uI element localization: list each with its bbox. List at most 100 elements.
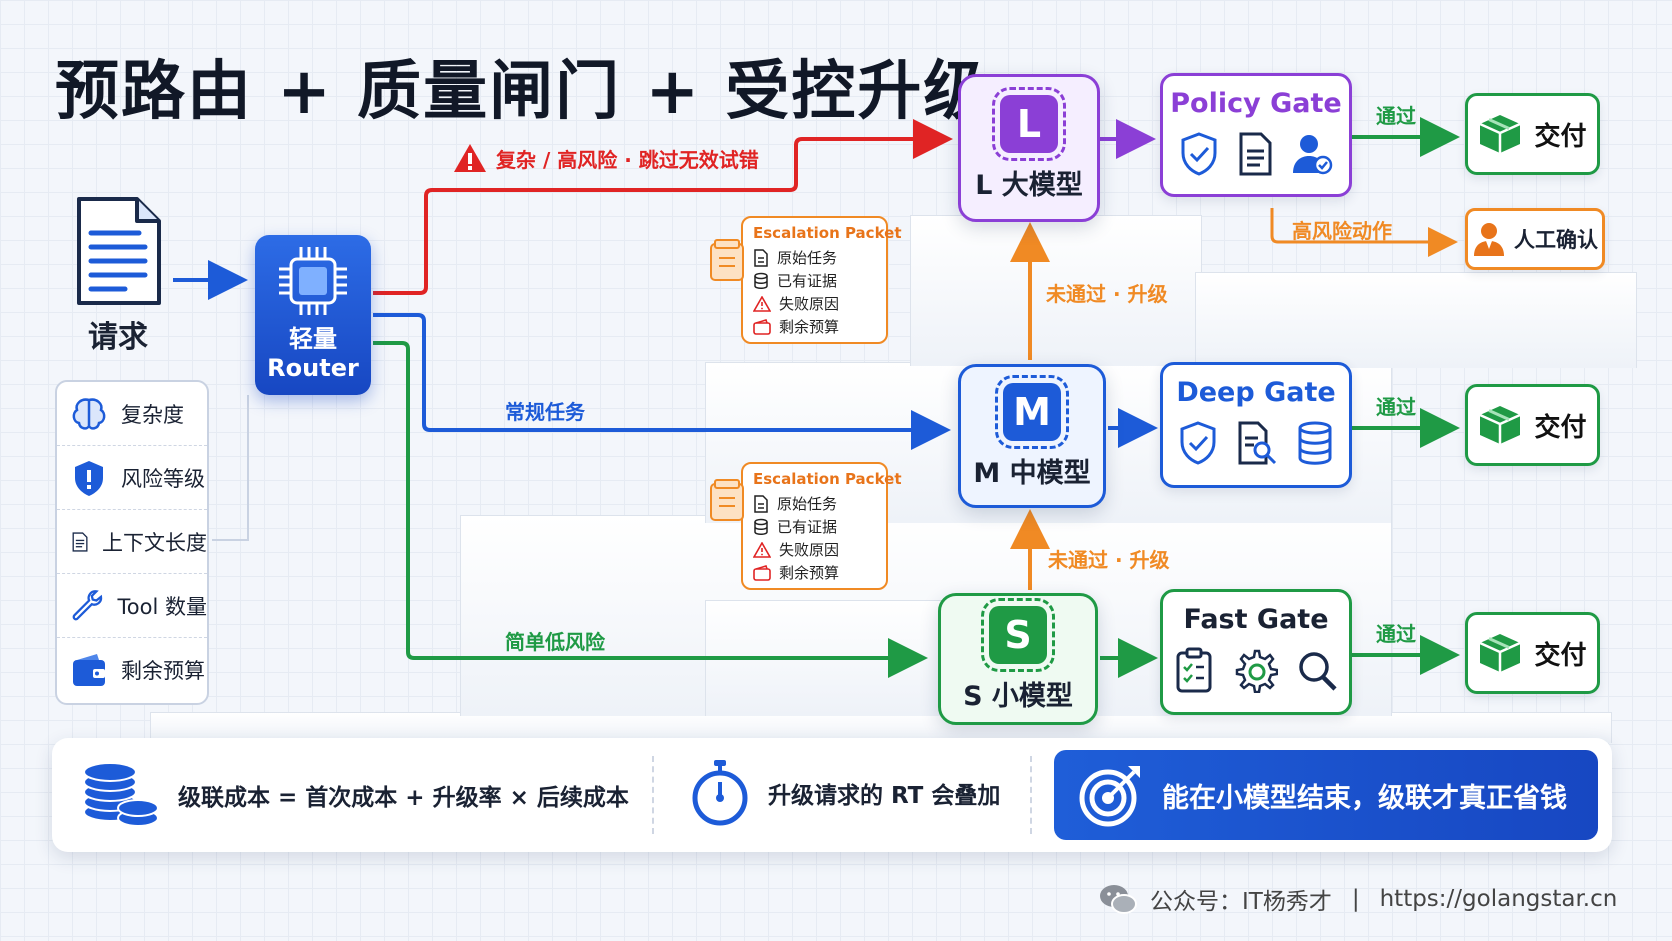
- packet-item-label: 原始任务: [777, 249, 838, 267]
- packet-item-budget: 剩余预算: [753, 561, 876, 584]
- escalate-m-to-l-label: 未通过 · 升级: [1046, 282, 1168, 306]
- factor-label: 复杂度: [121, 402, 184, 427]
- human-confirm-box: 人工确认: [1465, 208, 1605, 270]
- gear-icon: [1235, 649, 1278, 693]
- small-model-node: S S 小模型: [938, 593, 1098, 725]
- package-icon: [1479, 634, 1521, 672]
- small-model-chip-icon: S: [981, 597, 1055, 672]
- brain-icon: [72, 397, 106, 430]
- route-normal-label: 常规任务: [505, 400, 585, 424]
- packet-item-task: 原始任务: [753, 492, 876, 515]
- packet-item-budget: 剩余预算: [753, 315, 876, 338]
- coins-icon: [83, 762, 159, 827]
- watermark-separator: |: [1351, 886, 1360, 912]
- router-node: 轻量 Router: [255, 235, 371, 395]
- warning-icon: [753, 541, 771, 558]
- large-model-label: L 大模型: [975, 169, 1083, 201]
- request-label: 请求: [88, 320, 148, 355]
- page-title: 预路由 + 质量闸门 + 受控升级: [55, 55, 990, 129]
- escalate-s-to-m-label: 未通过 · 升级: [1048, 548, 1170, 572]
- deliver-label: 交付: [1534, 640, 1587, 671]
- human-confirm-label: 人工确认: [1514, 228, 1598, 252]
- cost-formula: 级联成本 = 首次成本 + 升级率 × 后续成本: [82, 762, 629, 828]
- warning-icon: [753, 295, 771, 312]
- small-model-label: S 小模型: [963, 680, 1073, 712]
- factor-tool-count: Tool 数量: [57, 574, 207, 638]
- policy-gate: Policy Gate: [1160, 73, 1352, 197]
- medium-model-label: M 中模型: [973, 457, 1091, 489]
- folder-icon: [710, 479, 744, 521]
- high-risk-action-arrow: [1270, 208, 1458, 257]
- routing-factors-panel: 复杂度 风险等级 上下文长度 Tool 数量 剩余预算: [55, 380, 209, 705]
- packet-item-label: 剩余预算: [779, 318, 840, 336]
- escalation-packet-lower: Escalation Packet 原始任务 已有证据 失败原因 剩余预算: [741, 462, 902, 590]
- packet-item-label: 剩余预算: [779, 564, 840, 582]
- wechat-icon: [1100, 885, 1137, 914]
- large-model-chip-icon: L: [992, 86, 1066, 161]
- packet-item-label: 失败原因: [779, 295, 840, 313]
- route-high-risk-line: [373, 119, 953, 295]
- document-icon: [754, 494, 768, 513]
- route-high-risk-label: 复杂 / 高风险 · 跳过无效试错: [452, 142, 759, 174]
- stair-step-3: [910, 215, 1202, 366]
- factor-label: 上下文长度: [102, 530, 207, 555]
- packet-item-task: 原始任务: [753, 246, 876, 269]
- packet-item-evidence: 已有证据: [753, 269, 876, 292]
- wallet-icon: [753, 318, 771, 335]
- watermark-account: 公众号：IT杨秀才: [1150, 889, 1332, 915]
- packet-item-label: 已有证据: [777, 518, 838, 536]
- rt-note: 升级请求的 RT 会叠加: [690, 758, 1000, 828]
- escalation-packet-upper: Escalation Packet 原始任务 已有证据 失败原因 剩余预算: [741, 216, 902, 344]
- deliver-box-deep: 交付: [1465, 384, 1600, 466]
- deliver-box-policy: 交付: [1465, 93, 1600, 175]
- wrench-icon: [72, 589, 103, 620]
- document-icon: [754, 248, 768, 267]
- database-icon: [1298, 421, 1332, 465]
- factor-context-length: 上下文长度: [57, 510, 207, 574]
- deep-pass-label: 通过: [1376, 395, 1416, 419]
- document-icon: [1239, 132, 1272, 176]
- shield-check-icon: [1180, 421, 1216, 465]
- chip-letter: L: [1016, 101, 1042, 146]
- wallet-icon: [73, 653, 105, 686]
- packet-item-failure: 失败原因: [753, 538, 876, 561]
- medium-model-chip-icon: M: [995, 374, 1069, 449]
- route-simple-label: 简单低风险: [505, 630, 605, 654]
- factor-risk-level: 风险等级: [57, 446, 207, 510]
- packet-title: Escalation Packet: [753, 224, 902, 242]
- large-model-node: L L 大模型: [958, 74, 1100, 222]
- request-document-icon: [77, 197, 161, 305]
- document-search-icon: [1238, 421, 1277, 465]
- chip-letter: S: [1004, 612, 1032, 657]
- router-label-line2: Router: [267, 354, 359, 382]
- wallet-icon: [753, 564, 771, 581]
- route-simple-line: [373, 341, 928, 678]
- watermark: 公众号：IT杨秀才 | https://golangstar.cn: [1098, 882, 1617, 916]
- packet-item-label: 原始任务: [777, 495, 838, 513]
- fast-gate: Fast Gate: [1160, 589, 1352, 715]
- deliver-box-fast: 交付: [1465, 612, 1600, 694]
- factor-label: Tool 数量: [117, 594, 207, 619]
- high-risk-action-label: 高风险动作: [1292, 219, 1392, 243]
- person-icon: [1474, 223, 1504, 256]
- target-icon: [1079, 766, 1140, 827]
- warning-icon: [454, 144, 486, 172]
- chip-letter: M: [1013, 389, 1051, 434]
- cta-banner: 能在小模型结束，级联才真正省钱: [1054, 750, 1598, 840]
- document-icon: [72, 531, 88, 552]
- folder-icon: [710, 239, 744, 281]
- factor-remaining-budget: 剩余预算: [57, 638, 207, 701]
- policy-pass-label: 通过: [1376, 104, 1416, 128]
- route-normal-line: [373, 313, 951, 450]
- clipboard-check-icon: [1176, 647, 1212, 693]
- stair-step-3b: [1195, 272, 1637, 368]
- factor-complexity: 复杂度: [57, 382, 207, 446]
- packet-item-label: 失败原因: [779, 541, 840, 559]
- medium-model-node: M M 中模型: [958, 364, 1106, 508]
- package-icon: [1479, 406, 1521, 444]
- factors-bracket: [212, 395, 249, 541]
- factor-label: 剩余预算: [121, 658, 205, 683]
- database-icon: [754, 272, 768, 289]
- search-icon: [1299, 652, 1337, 691]
